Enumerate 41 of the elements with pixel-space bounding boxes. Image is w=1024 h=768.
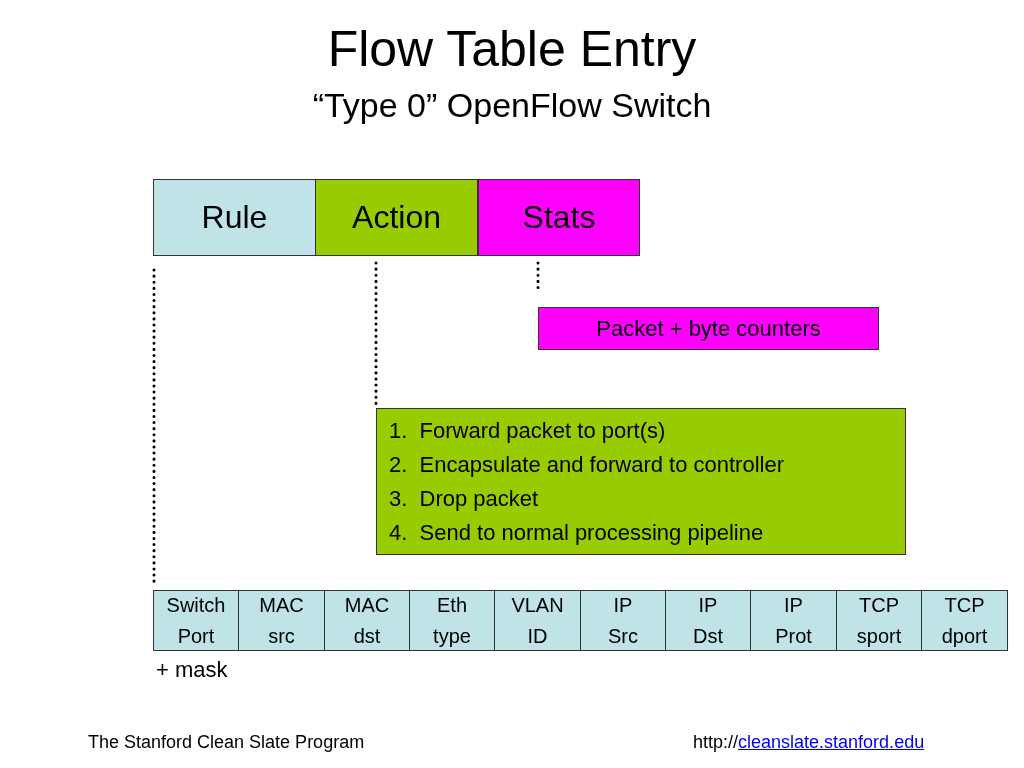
action-box (315, 179, 478, 256)
node-text: IP Dst (693, 592, 723, 649)
list-item: 1. Forward packet to port(s) (389, 416, 666, 445)
header-field-cell (153, 590, 239, 651)
node-text: Action (352, 199, 441, 236)
stats-box (478, 179, 640, 256)
counter-box (538, 307, 879, 350)
action-list-box (376, 408, 906, 555)
node-text: IP Src (608, 592, 638, 649)
slide-title: Flow Table Entry (326, 20, 698, 78)
list-item: 3. Drop packet (389, 484, 539, 513)
header-field-cell (750, 590, 837, 651)
slide-subtitle: “Type 0” OpenFlow Switch (311, 86, 713, 125)
node-text: VLAN ID (511, 592, 564, 649)
header-field-cell (238, 590, 325, 651)
node-text: MAC src (259, 592, 304, 649)
dotted-connector (152, 268, 156, 584)
header-field-cell (409, 590, 495, 651)
list-item: 4. Send to normal processing pipeline (389, 518, 764, 547)
node-text: Eth type (433, 592, 471, 649)
dotted-connector (536, 261, 540, 292)
node-text: IP Prot (775, 592, 812, 649)
header-field-cell (324, 590, 410, 651)
header-field-cell (494, 590, 581, 651)
dotted-connector (374, 261, 378, 406)
url-prefix: http:// (693, 732, 739, 752)
header-field-cell (580, 590, 666, 651)
node-text: MAC dst (344, 592, 390, 649)
list-item: 2. Encapsulate and forward to controller (389, 450, 784, 479)
header-field-cell (665, 590, 751, 651)
node-text: Packet + byte counters (596, 315, 821, 342)
node-text: Switch Port (166, 592, 226, 649)
footer-link: cleanslate.stanford.edu (738, 732, 925, 752)
header-field-cell (836, 590, 922, 651)
node-text: Stats (522, 199, 596, 236)
mask-note: + mask (156, 657, 228, 683)
node-text: TCP sport (856, 592, 902, 649)
node-text: Rule (201, 199, 268, 236)
footer-text: The Stanford Clean Slate Program (88, 732, 365, 753)
node-text: TCP dport (941, 592, 988, 649)
header-field-cell (921, 590, 1008, 651)
